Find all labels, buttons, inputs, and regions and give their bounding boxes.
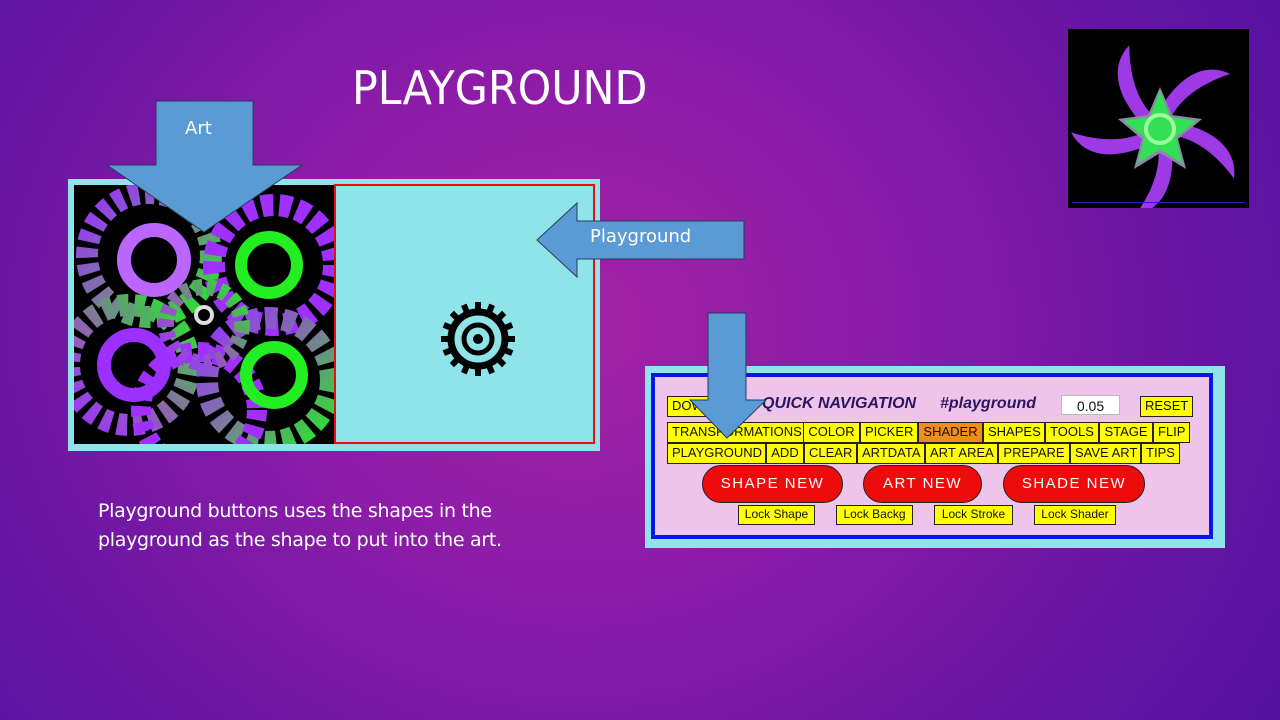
reset-button[interactable]: RESET: [1140, 396, 1193, 417]
section-hash: #playground: [940, 395, 1037, 412]
nav-art-area[interactable]: ART AREA: [925, 443, 998, 464]
gear-art-icon: [74, 185, 335, 444]
lock-stroke-button[interactable]: Lock Stroke: [934, 505, 1013, 525]
panel-callout-arrow-icon: [688, 312, 768, 439]
nav-playground[interactable]: PLAYGROUND: [667, 443, 766, 464]
spiral-art-icon: [1071, 45, 1235, 208]
nav-artdata[interactable]: ARTDATA: [857, 443, 925, 464]
nav-shapes[interactable]: SHAPES: [983, 422, 1045, 443]
slide-title: PLAYGROUND: [352, 61, 648, 115]
art-callout-label: Art: [185, 118, 212, 139]
playground-callout-arrow-icon: [536, 202, 745, 278]
nav-tools[interactable]: TOOLS: [1045, 422, 1099, 443]
nav-transformations[interactable]: TRANSFORMATIONS: [667, 422, 804, 443]
quick-navigation-heading: QUICK NAVIGATION: [762, 395, 917, 412]
gear-target-icon: [441, 302, 515, 376]
art-callout-arrow-icon: [105, 100, 304, 233]
nav-stage[interactable]: STAGE: [1099, 422, 1153, 443]
art-new-button[interactable]: ART NEW: [863, 465, 982, 503]
shape-new-button[interactable]: SHAPE NEW: [702, 465, 843, 503]
value-input[interactable]: 0.05: [1061, 395, 1120, 415]
playground-callout-label: Playground: [590, 226, 692, 247]
lock-shader-button[interactable]: Lock Shader: [1034, 505, 1116, 525]
nav-prepare[interactable]: PREPARE: [998, 443, 1070, 464]
nav-tips[interactable]: TIPS: [1141, 443, 1180, 464]
nav-save-art[interactable]: SAVE ART: [1070, 443, 1141, 464]
art-canvas[interactable]: [74, 185, 335, 444]
description-line-2: playground as the shape to put into the …: [98, 529, 502, 551]
art-thumbnail: [1068, 29, 1249, 208]
lock-backg-button[interactable]: Lock Backg: [836, 505, 913, 525]
lock-shape-button[interactable]: Lock Shape: [738, 505, 815, 525]
shade-new-button[interactable]: SHADE NEW: [1003, 465, 1145, 503]
nav-flip[interactable]: FLIP: [1153, 422, 1190, 443]
gear-tooth: [475, 302, 481, 311]
thumbnail-divider: [1072, 202, 1245, 203]
description-line-1: Playground buttons uses the shapes in th…: [98, 500, 492, 522]
gear-tooth: [475, 367, 481, 376]
nav-clear[interactable]: CLEAR: [804, 443, 857, 464]
nav-add[interactable]: ADD: [766, 443, 804, 464]
nav-color[interactable]: COLOR: [803, 422, 860, 443]
nav-picker[interactable]: PICKER: [860, 422, 918, 443]
slide-description: Playground buttons uses the shapes in th…: [98, 497, 558, 555]
nav-shader[interactable]: SHADER: [918, 422, 983, 443]
